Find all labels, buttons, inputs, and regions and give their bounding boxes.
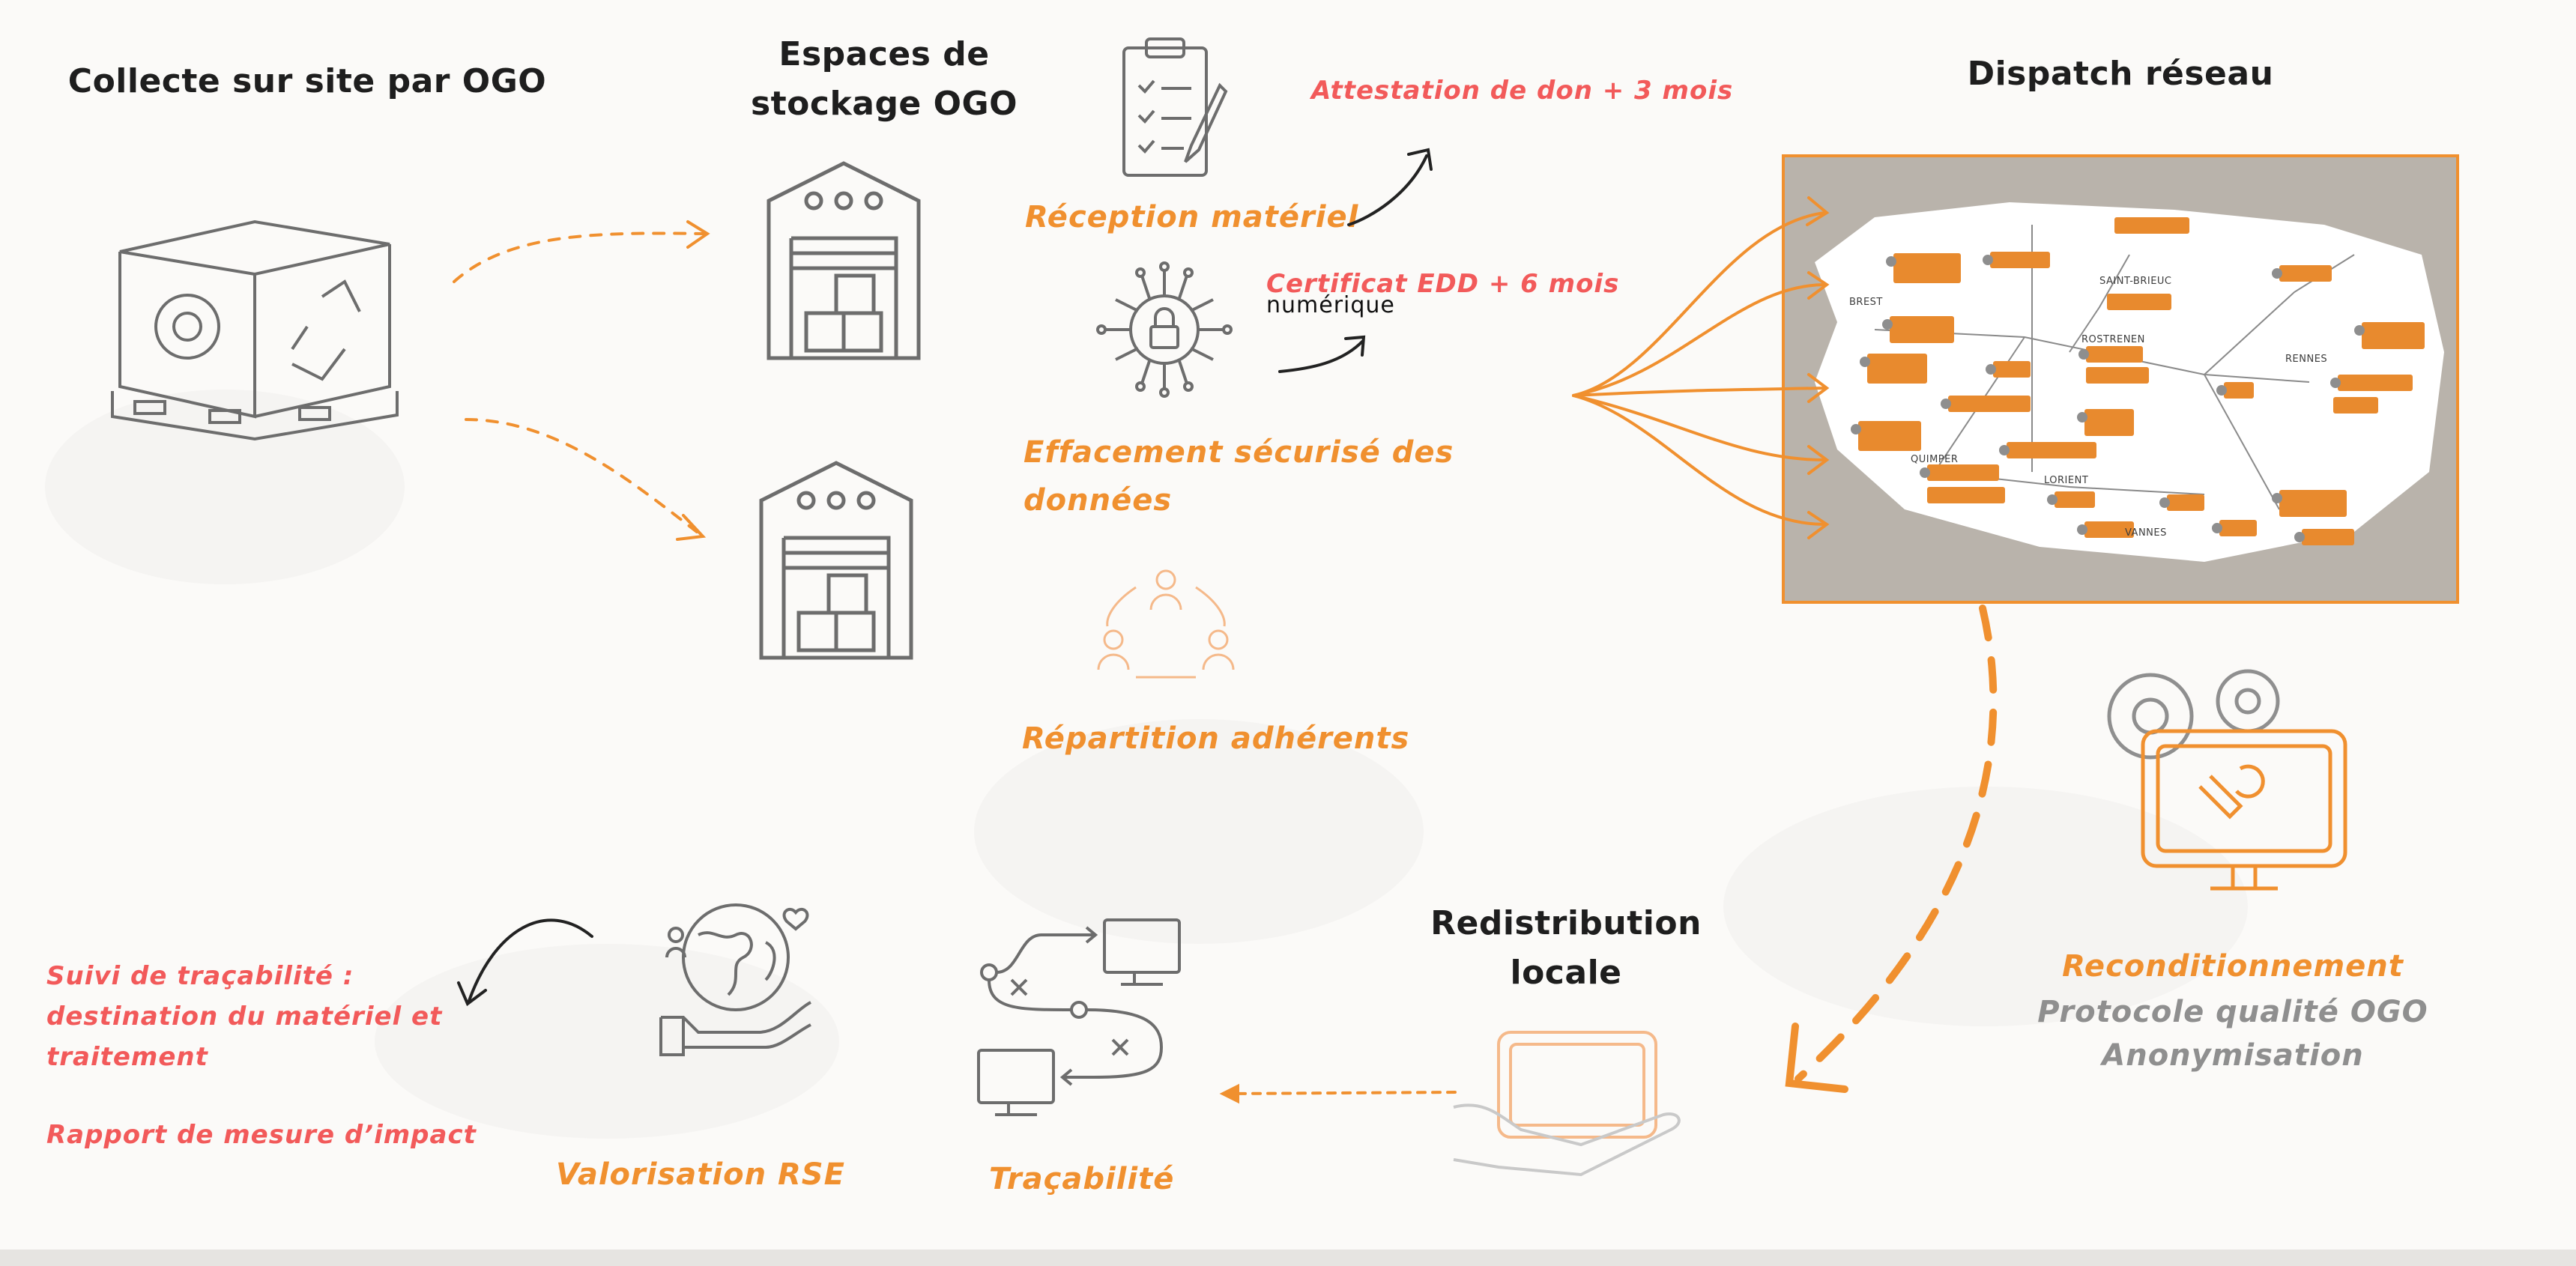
map-tag xyxy=(2078,346,2143,363)
dispatch-map: BREST SAINT-BRIEUC ROSTRENEN RENNES QUIM… xyxy=(1782,154,2459,604)
arrow-collecte-to-stockage-top xyxy=(453,231,706,283)
arrow-head xyxy=(1219,1083,1239,1104)
note-suivi-line2: destination du matériel et xyxy=(46,1002,443,1032)
title-redistribution-line1: Redistribution xyxy=(1430,904,1702,942)
map-city-vannes: VANNES xyxy=(2125,527,2167,539)
note-suivi-tracabilite: Suivi de traçabilité : destination du ma… xyxy=(46,956,442,1077)
map-city-brest: BREST xyxy=(1849,297,1883,308)
arrow-head xyxy=(1344,335,1366,357)
map-tag xyxy=(1983,252,2050,268)
background-blob xyxy=(974,719,1424,944)
label-valorisation-rse: Valorisation RSE xyxy=(556,1157,845,1192)
lock-circuit-icon xyxy=(1096,261,1233,398)
route-monitors-icon xyxy=(977,918,1181,1116)
arrow-head xyxy=(686,220,710,249)
arrow-head xyxy=(1407,148,1433,171)
note-suivi-line3: traitement xyxy=(46,1042,208,1072)
map-tag xyxy=(2216,382,2254,399)
arrow-head xyxy=(676,514,707,541)
reconditionnement-title: Reconditionnement xyxy=(2062,949,2404,984)
title-espaces-line1: Espaces de xyxy=(778,35,990,73)
note-certificat: Certificat EDD + 6 mois xyxy=(1266,269,1620,299)
map-city-lorient: LORIENT xyxy=(2044,475,2089,486)
map-tag xyxy=(2212,520,2257,536)
map-tag xyxy=(2047,491,2095,508)
arrow-redistribution-to-tracabilite xyxy=(1224,1091,1457,1095)
arrow-head xyxy=(1785,1023,1848,1093)
map-tag xyxy=(1886,253,1961,283)
map-city-quimper: QUIMPER xyxy=(1911,454,1959,465)
label-reception-materiel: Réception matériel xyxy=(1025,200,1359,234)
note-attestation: Attestation de don + 3 mois xyxy=(1311,76,1734,106)
map-tag xyxy=(1860,354,1927,384)
map-tag xyxy=(2333,397,2378,414)
title-redistribution: Redistribution locale xyxy=(1371,899,1761,998)
reconditionnement-block: Reconditionnement Protocole qualité OGO … xyxy=(1993,942,2473,1077)
label-effacement-line2: données xyxy=(1024,483,1173,518)
map-tag xyxy=(2354,322,2425,349)
map-tag xyxy=(2077,409,2134,436)
label-repartition-adherents: Répartition adhérents xyxy=(1022,721,1410,756)
map-tag xyxy=(1882,316,1954,343)
arrow-collecte-to-stockage-bottom xyxy=(465,418,698,533)
map-tag xyxy=(1999,442,2096,458)
map-tag xyxy=(2272,490,2347,517)
arrow-map-to-redistribution xyxy=(1795,605,1998,1082)
map-tag xyxy=(1986,361,2031,378)
arrow-to-certificat xyxy=(1278,340,1364,373)
globe-hand-icon xyxy=(659,903,811,1056)
arrow-to-attestation xyxy=(1347,154,1428,226)
map-tag xyxy=(1851,421,1921,451)
map-tag xyxy=(2107,294,2171,310)
map-tag xyxy=(2086,367,2149,384)
map-city-rostrenen: ROSTRENEN xyxy=(2081,334,2145,345)
map-tag xyxy=(1941,396,2031,412)
map-tag xyxy=(2077,521,2134,538)
map-tag xyxy=(2159,494,2204,511)
label-effacement: Effacement sécurisé des données xyxy=(1024,428,1454,524)
background-blob xyxy=(1723,787,2248,1026)
map-city-saint-brieuc: SAINT-BRIEUC xyxy=(2099,276,2172,287)
dispatch-fan-arrows xyxy=(1572,196,1830,539)
map-tag xyxy=(1920,464,1999,481)
warehouse-icon xyxy=(767,161,921,360)
reconditionnement-line2: Protocole qualité OGO xyxy=(2037,995,2428,1029)
arrow-head xyxy=(457,981,487,1007)
people-network-icon xyxy=(1097,569,1235,679)
note-numerique: numérique xyxy=(1266,292,1395,318)
map-city-rennes: RENNES xyxy=(2285,354,2328,365)
map-tag xyxy=(2294,529,2354,545)
note-suivi-line1: Suivi de traçabilité : xyxy=(46,961,354,991)
clipboard-icon xyxy=(1122,37,1228,177)
footer-band xyxy=(0,1250,2576,1266)
label-tracabilite: Traçabilité xyxy=(989,1162,1175,1196)
background-blob xyxy=(375,944,839,1139)
map-tag xyxy=(2114,217,2189,234)
title-espaces-stockage: Espaces de stockage OGO xyxy=(697,30,1071,129)
arrow-to-suivi xyxy=(468,918,593,1002)
hand-tablet-icon xyxy=(1453,1031,1681,1177)
pallet-box-icon xyxy=(111,219,399,441)
gears-monitor-icon xyxy=(2107,669,2347,891)
map-tag xyxy=(2272,265,2332,282)
warehouse-icon xyxy=(759,461,913,660)
title-redistribution-line2: locale xyxy=(1510,954,1622,992)
map-tag xyxy=(2330,375,2413,391)
map-tag xyxy=(1927,487,2005,503)
label-effacement-line1: Effacement sécurisé des xyxy=(1024,435,1454,470)
title-dispatch: Dispatch réseau xyxy=(1967,55,2274,93)
title-collecte: Collecte sur site par OGO xyxy=(67,62,547,100)
note-rapport-impact: Rapport de mesure d’impact xyxy=(46,1120,477,1150)
title-espaces-line2: stockage OGO xyxy=(750,85,1018,123)
reconditionnement-line3: Anonymisation xyxy=(2102,1038,2364,1073)
